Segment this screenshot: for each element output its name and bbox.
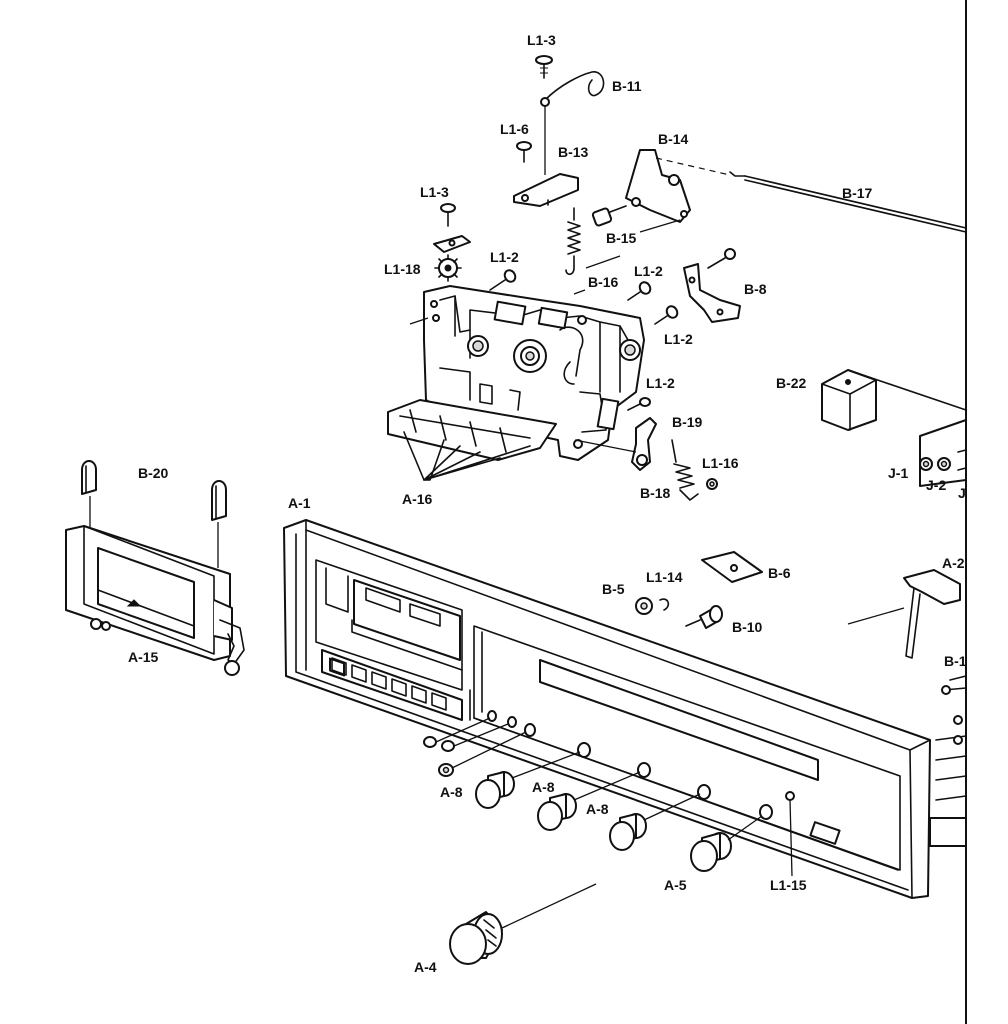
bracket-b-8 [683,248,741,323]
label-b-18: B-18 [640,485,671,501]
label-l1-3-top: L1-3 [527,32,556,48]
jack-panel-j [919,419,967,487]
label-a-2-cut: A-2 [942,555,965,571]
label-b-6: B-6 [768,565,791,581]
screw-l1-3-left [440,203,456,227]
label-l1-14: L1-14 [646,569,683,585]
bracket-b-22 [821,369,967,431]
label-b-5: B-5 [602,581,625,597]
plate-b-6 [701,551,763,583]
screw-l1-2-b [627,281,652,301]
washer-l1-14 [659,598,670,611]
knob-a-8-3 [609,813,647,851]
label-a-1: A-1 [288,495,311,511]
cassette-window-a-15 [65,525,245,676]
knob-b-20-right [211,480,227,521]
label-a-8-1: A-8 [440,784,463,800]
label-b-1-cut: B-1 [944,653,967,669]
washer-small-3 [438,763,454,777]
label-l1-15: L1-15 [770,877,807,893]
label-a-5: A-5 [664,877,687,893]
bracket-b-13 [513,173,579,207]
screw-l1-2-c [654,305,679,325]
washer-small-2 [441,740,455,752]
spring-b-11 [540,71,605,107]
knob-a-5 [690,832,732,872]
label-b-8: B-8 [744,281,767,297]
label-b-15: B-15 [606,230,637,246]
label-b-14: B-14 [658,131,689,147]
bracket-a-2 [903,569,961,659]
label-l1-6: L1-6 [500,121,529,137]
label-b-17: B-17 [842,185,873,201]
label-j-2: J-2 [926,477,946,493]
spring-b-18 [671,439,699,501]
gear-l1-18 [434,254,462,282]
label-a-16: A-16 [402,491,433,507]
rod-b-17 [729,171,967,233]
label-l1-2-d: L1-2 [646,375,675,391]
knob-b-20-left [81,460,97,495]
label-b-13: B-13 [558,144,589,160]
label-b-19: B-19 [672,414,703,430]
label-j-1: J-1 [888,465,908,481]
label-b-22: B-22 [776,375,807,391]
washer-small-1 [423,736,437,748]
label-b-11: B-11 [612,78,642,94]
label-l1-2-b: L1-2 [634,263,663,279]
lever-b-19 [631,417,657,471]
label-l1-16: L1-16 [702,455,739,471]
label-a-4: A-4 [414,959,437,975]
plate-small [433,235,471,253]
label-b-16: B-16 [588,274,619,290]
nut-b-5 [635,597,653,615]
screw-l1-6 [516,141,532,163]
screw-l1-3-top [535,55,553,79]
label-j-cut: J [958,485,966,501]
label-l1-3-left: L1-3 [420,184,449,200]
bolt-b-10 [685,605,723,629]
label-a-8-2: A-8 [532,779,555,795]
label-a-8-3: A-8 [586,801,609,817]
screw-l1-2-a [489,269,517,291]
cassette-door-a-16 [387,399,557,481]
label-b-20: B-20 [138,465,169,481]
knob-a-8-1 [475,771,515,809]
label-l1-18: L1-18 [384,261,421,277]
screw-l1-2-d [627,397,651,411]
knob-a-8-2 [537,793,577,831]
post-b-15 [591,205,627,227]
chassis-right-partial [929,675,967,847]
label-l1-2-c: L1-2 [664,331,693,347]
label-a-15: A-15 [128,649,159,665]
label-l1-2-a: L1-2 [490,249,519,265]
knob-a-4 [449,911,503,965]
spring-b-16 [565,207,581,276]
washer-l1-16 [706,478,718,490]
front-panel-a-1 [283,519,931,899]
label-b-10: B-10 [732,619,763,635]
plate-b-14 [625,149,691,223]
